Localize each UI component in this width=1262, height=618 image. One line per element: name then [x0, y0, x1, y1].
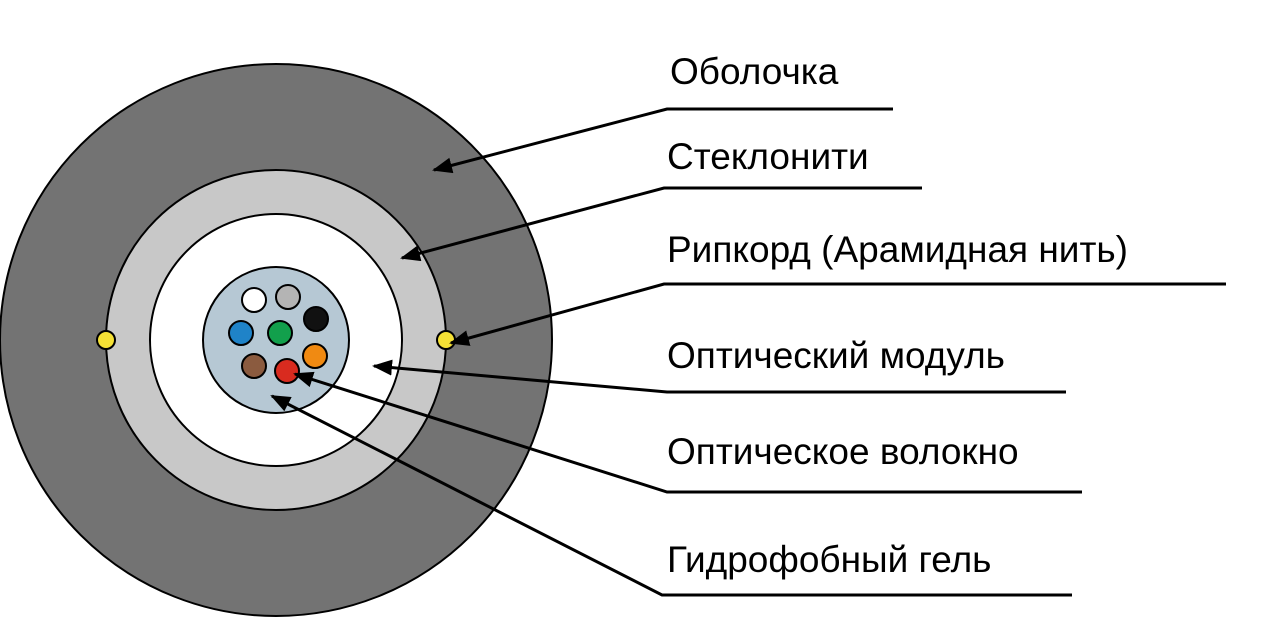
cable-cross-section [0, 63, 553, 617]
fiber-green [267, 320, 293, 346]
leader-sheath [432, 107, 893, 174]
fiber-black [303, 306, 329, 332]
label-sheath: Оболочка [670, 51, 839, 92]
label-fiberglass: Стеклонити [667, 136, 869, 177]
fiber-white [241, 287, 267, 313]
label-module: Оптический модуль [667, 335, 1005, 376]
labels: Оболочка Стеклонити Рипкорд (Арамидная н… [667, 51, 1128, 580]
leader-fiberglass [400, 186, 922, 262]
ripcord-left [96, 330, 116, 350]
ripcord-right [436, 330, 456, 350]
leader-ripcord [449, 282, 1226, 346]
fiber-orange [302, 343, 328, 369]
leader-lines [270, 107, 1226, 597]
fiber-brown [241, 353, 267, 379]
fiber-blue [228, 320, 254, 346]
optical-fibers [228, 284, 329, 384]
leader-gel [270, 394, 1072, 597]
fiber-gray [275, 284, 301, 310]
leader-fiber [293, 371, 1082, 494]
label-fiber: Оптическое волокно [667, 431, 1019, 472]
fiber-red [274, 358, 300, 384]
leader-module [372, 359, 1066, 394]
label-gel: Гидрофобный гель [667, 539, 991, 580]
label-ripcord: Рипкорд (Арамидная нить) [667, 229, 1128, 270]
